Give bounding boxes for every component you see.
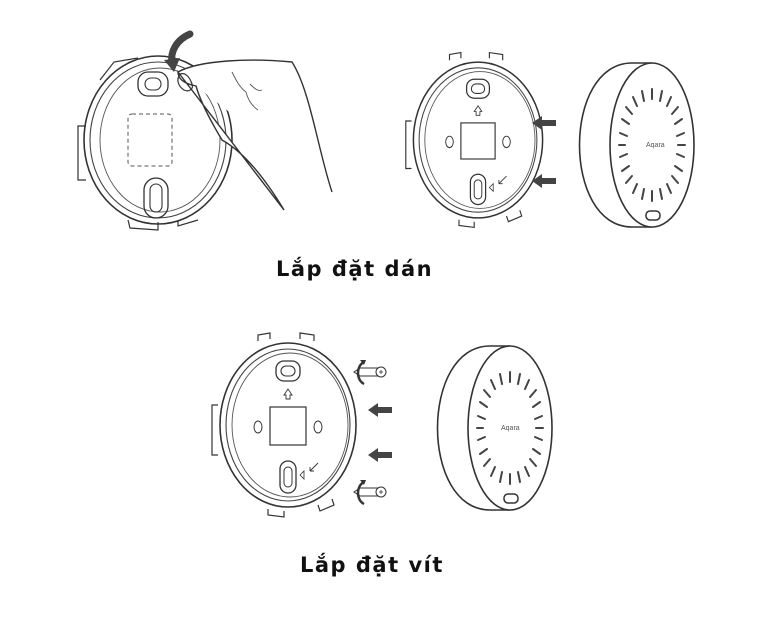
adhesive-attach-illustration: Aqara: [405, 51, 695, 229]
screw-attach-illustration: Aqara: [211, 332, 553, 518]
push-arrow-icon: [532, 116, 556, 130]
screw-icon: [352, 358, 388, 386]
device-brand-label: Aqara: [646, 142, 665, 149]
hand-drawing: [177, 59, 333, 211]
device-brand-label: Aqara: [501, 425, 520, 432]
caption-screw-install: Lắp đặt vít: [300, 553, 444, 577]
caption-adhesive-install: Lắp đặt dán: [276, 257, 434, 281]
screw-icon: [352, 478, 388, 506]
push-arrow-icon: [368, 448, 392, 462]
adhesive-peel-illustration: [77, 30, 333, 231]
push-arrow-icon: [368, 403, 392, 417]
